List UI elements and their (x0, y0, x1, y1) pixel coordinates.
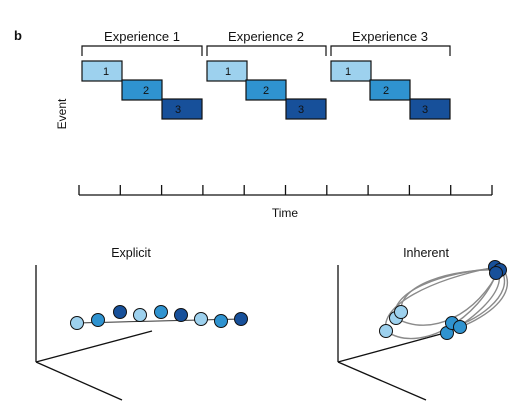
event-block-dark (409, 98, 451, 120)
state-point-mid (453, 320, 467, 334)
event-block-number: 2 (143, 85, 149, 97)
event-block-number: 1 (345, 66, 351, 78)
event-block-light (330, 60, 372, 82)
event-block-mid (245, 79, 287, 101)
explicit-embedding: Explicit (35, 246, 248, 401)
event-block-number: 3 (298, 104, 304, 116)
event-block-number: 2 (263, 85, 269, 97)
experience-2-blocks: 1 2 3 (206, 60, 327, 120)
y-axis-label: Event (55, 98, 69, 129)
explicit-points (70, 305, 248, 330)
state-point-mid (154, 305, 168, 319)
explicit-axis-horizontal (35, 330, 153, 363)
inherent-axis-horizontal (337, 330, 453, 363)
state-point-dark (234, 312, 248, 326)
time-axis (78, 185, 493, 196)
event-block-dark (161, 98, 203, 120)
experience-3-group: Experience 3 (330, 29, 451, 56)
inherent-axis-depth (337, 361, 427, 401)
state-point-dark (113, 305, 127, 319)
event-block-number: 3 (422, 104, 428, 116)
state-point-mid (214, 314, 228, 328)
event-block-mid (369, 79, 411, 101)
experience-2-group: Experience 2 (206, 29, 327, 56)
explicit-title: Explicit (111, 246, 151, 260)
state-point-light (394, 305, 408, 319)
event-block-number: 1 (103, 66, 109, 78)
experience-1-group: Experience 1 (81, 29, 203, 56)
experience-1-label: Experience 1 (104, 29, 180, 44)
experience-3-label: Experience 3 (352, 29, 428, 44)
state-point-dark (174, 308, 188, 322)
time-axis-ticks (78, 185, 493, 195)
event-block-light (206, 60, 248, 82)
event-block-mid (121, 79, 163, 101)
state-point-light (379, 324, 393, 338)
experience-3-bracket (330, 45, 451, 56)
experience-2-label: Experience 2 (228, 29, 304, 44)
inherent-title: Inherent (403, 246, 449, 260)
event-block-number: 1 (225, 66, 231, 78)
explicit-axis-depth (35, 361, 123, 401)
experience-3-blocks: 1 2 3 (330, 60, 451, 120)
experience-1-bracket (81, 45, 203, 56)
inherent-points (379, 260, 507, 340)
x-axis-label: Time (272, 206, 299, 220)
event-block-number: 3 (175, 104, 181, 116)
inherent-embedding: Inherent (337, 246, 508, 401)
state-point-light (133, 308, 147, 322)
state-point-mid (91, 313, 105, 327)
event-block-light (81, 60, 123, 82)
state-point-light (194, 312, 208, 326)
experience-2-bracket (206, 45, 327, 56)
experience-1-blocks: 1 2 3 (81, 60, 203, 120)
state-point-dark (489, 266, 503, 280)
event-block-number: 2 (383, 85, 389, 97)
event-block-dark (285, 98, 327, 120)
panel-label: b (14, 28, 22, 43)
state-point-light (70, 316, 84, 330)
